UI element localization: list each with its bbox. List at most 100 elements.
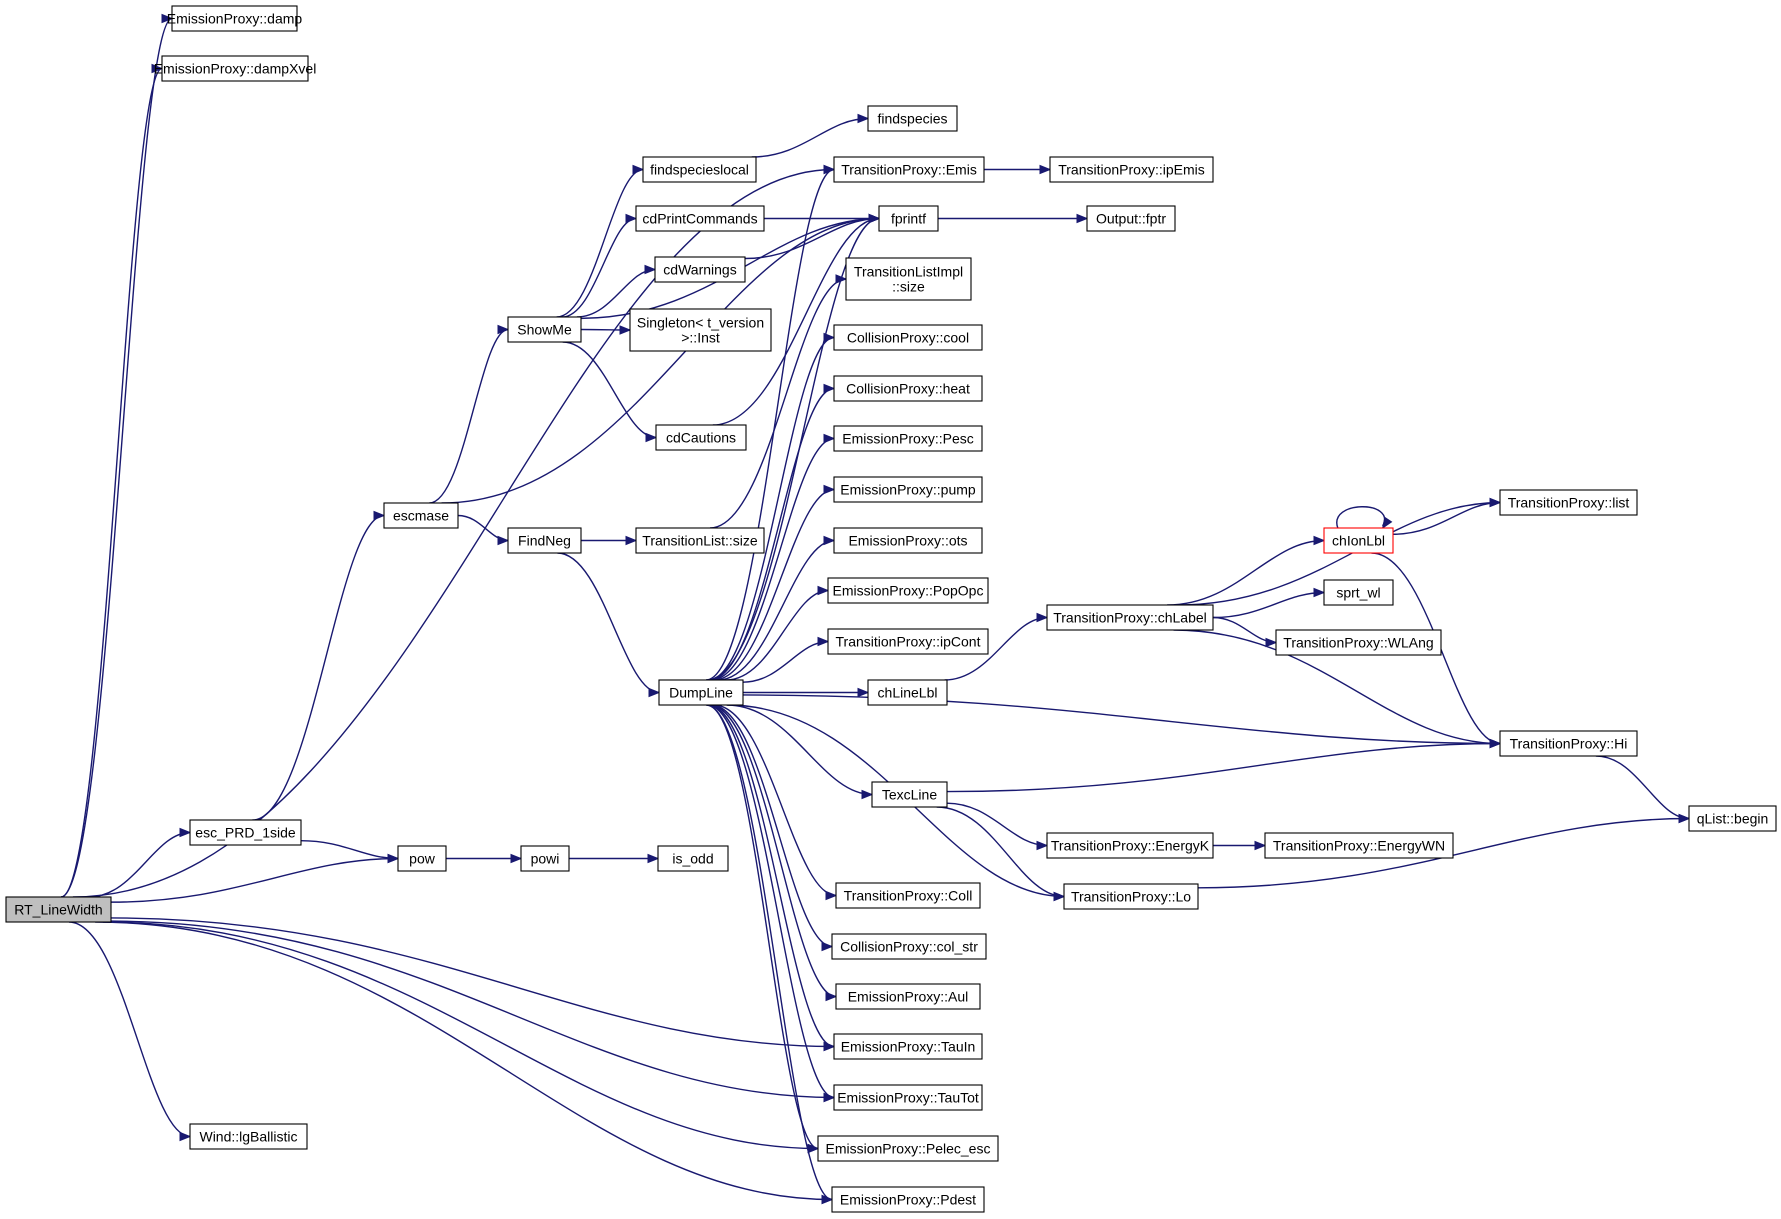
node-box[interactable] <box>657 845 729 872</box>
node-box[interactable] <box>5 896 112 923</box>
node-ShowMe[interactable]: ShowMe <box>507 316 582 343</box>
node-box[interactable] <box>655 424 747 451</box>
node-cdWarnings[interactable]: cdWarnings <box>654 256 746 283</box>
node-chLabel[interactable]: TransitionProxy::chLabel <box>1046 604 1214 631</box>
node-box[interactable] <box>871 781 948 808</box>
node-pow[interactable]: pow <box>397 845 447 872</box>
node-box[interactable] <box>629 308 772 352</box>
node-box[interactable] <box>507 316 582 343</box>
node-box[interactable] <box>831 933 987 960</box>
node-box[interactable] <box>867 105 958 132</box>
node-box[interactable] <box>397 845 447 872</box>
node-TexcLine[interactable]: TexcLine <box>871 781 948 808</box>
node-box[interactable] <box>1046 604 1214 631</box>
node-TLsize[interactable]: TransitionList::size <box>635 527 765 554</box>
node-findspecies[interactable]: findspecies <box>867 105 958 132</box>
node-chLineLbl[interactable]: chLineLbl <box>867 679 948 706</box>
node-qListbegin[interactable]: qList::begin <box>1688 805 1777 832</box>
node-Pesc[interactable]: EmissionProxy::Pesc <box>833 425 983 452</box>
node-box[interactable] <box>1688 805 1777 832</box>
node-heat[interactable]: CollisionProxy::heat <box>833 375 983 402</box>
node-escmase[interactable]: escmase <box>383 502 459 529</box>
node-box[interactable] <box>827 628 989 655</box>
node-SingletonInst[interactable]: Singleton< t_version>::Inst <box>629 308 772 352</box>
node-box[interactable] <box>507 527 582 554</box>
node-box[interactable] <box>835 882 981 909</box>
node-box[interactable] <box>635 205 765 232</box>
node-box[interactable] <box>658 679 744 706</box>
node-box[interactable] <box>189 1123 308 1150</box>
node-box[interactable] <box>189 819 302 846</box>
node-Lo[interactable]: TransitionProxy::Lo <box>1063 883 1199 910</box>
node-Emis[interactable]: TransitionProxy::Emis <box>833 156 985 183</box>
node-is_odd[interactable]: is_odd <box>657 845 729 872</box>
node-box[interactable] <box>833 324 983 351</box>
node-WLAng[interactable]: TransitionProxy::WLAng <box>1275 629 1442 656</box>
node-pump[interactable]: EmissionProxy::pump <box>833 476 983 503</box>
node-fptr[interactable]: Output::fptr <box>1086 205 1176 232</box>
node-box[interactable] <box>1063 883 1199 910</box>
node-Hi[interactable]: TransitionProxy::Hi <box>1499 730 1638 757</box>
node-box[interactable] <box>520 845 570 872</box>
node-box[interactable] <box>161 55 309 82</box>
node-PopOpc[interactable]: EmissionProxy::PopOpc <box>827 577 989 604</box>
node-box[interactable] <box>827 577 989 604</box>
node-lgBallistic[interactable]: Wind::lgBallistic <box>189 1123 308 1150</box>
node-damp[interactable]: EmissionProxy::damp <box>167 5 303 32</box>
node-DumpLine[interactable]: DumpLine <box>658 679 744 706</box>
node-box[interactable] <box>878 205 939 232</box>
node-cool[interactable]: CollisionProxy::cool <box>833 324 983 351</box>
node-TauTot[interactable]: EmissionProxy::TauTot <box>833 1084 983 1111</box>
node-cdCautions[interactable]: cdCautions <box>655 424 747 451</box>
node-TLIsize[interactable]: TransitionListImpl::size <box>845 257 972 301</box>
node-EnergyWN[interactable]: TransitionProxy::EnergyWN <box>1264 832 1454 859</box>
node-cdPrintCommands[interactable]: cdPrintCommands <box>635 205 765 232</box>
node-powi[interactable]: powi <box>520 845 570 872</box>
node-box[interactable] <box>867 679 948 706</box>
node-box[interactable] <box>1323 527 1394 554</box>
node-box[interactable] <box>833 476 983 503</box>
node-box[interactable] <box>1046 832 1214 859</box>
node-FindNeg[interactable]: FindNeg <box>507 527 582 554</box>
node-box[interactable] <box>833 1084 983 1111</box>
node-box[interactable] <box>654 256 746 283</box>
node-sprt_wl[interactable]: sprt_wl <box>1323 579 1394 606</box>
node-box[interactable] <box>845 257 972 301</box>
node-box[interactable] <box>1049 156 1214 183</box>
node-ipEmis[interactable]: TransitionProxy::ipEmis <box>1049 156 1214 183</box>
node-box[interactable] <box>833 156 985 183</box>
node-box[interactable] <box>833 425 983 452</box>
node-box[interactable] <box>1264 832 1454 859</box>
node-TauIn[interactable]: EmissionProxy::TauIn <box>833 1033 983 1060</box>
node-RT_LineWidth[interactable]: RT_LineWidth <box>5 896 112 923</box>
node-box[interactable] <box>1275 629 1442 656</box>
node-EnergyK[interactable]: TransitionProxy::EnergyK <box>1046 832 1214 859</box>
node-box[interactable] <box>833 375 983 402</box>
node-box[interactable] <box>635 527 765 554</box>
node-box[interactable] <box>1323 579 1394 606</box>
node-Pdest[interactable]: EmissionProxy::Pdest <box>831 1186 985 1213</box>
node-box[interactable] <box>171 5 298 32</box>
node-ots[interactable]: EmissionProxy::ots <box>833 527 983 554</box>
node-box[interactable] <box>1499 730 1638 757</box>
node-findspecieslocal[interactable]: findspecieslocal <box>642 156 757 183</box>
node-list[interactable]: TransitionProxy::list <box>1499 489 1638 516</box>
node-fprintf[interactable]: fprintf <box>878 205 939 232</box>
node-box[interactable] <box>1499 489 1638 516</box>
node-chIonLbl[interactable]: chIonLbl <box>1323 527 1394 554</box>
node-col_str[interactable]: CollisionProxy::col_str <box>831 933 987 960</box>
node-Pelec_esc[interactable]: EmissionProxy::Pelec_esc <box>817 1135 999 1162</box>
node-box[interactable] <box>383 502 459 529</box>
node-Aul[interactable]: EmissionProxy::Aul <box>835 983 981 1010</box>
node-box[interactable] <box>833 527 983 554</box>
node-box[interactable] <box>817 1135 999 1162</box>
node-box[interactable] <box>831 1186 985 1213</box>
node-box[interactable] <box>835 983 981 1010</box>
node-ipCont[interactable]: TransitionProxy::ipCont <box>827 628 989 655</box>
node-box[interactable] <box>642 156 757 183</box>
node-box[interactable] <box>833 1033 983 1060</box>
node-esc_PRD_1side[interactable]: esc_PRD_1side <box>189 819 302 846</box>
node-dampXvel[interactable]: EmissionProxy::dampXvel <box>154 55 317 82</box>
node-box[interactable] <box>1086 205 1176 232</box>
node-Coll[interactable]: TransitionProxy::Coll <box>835 882 981 909</box>
